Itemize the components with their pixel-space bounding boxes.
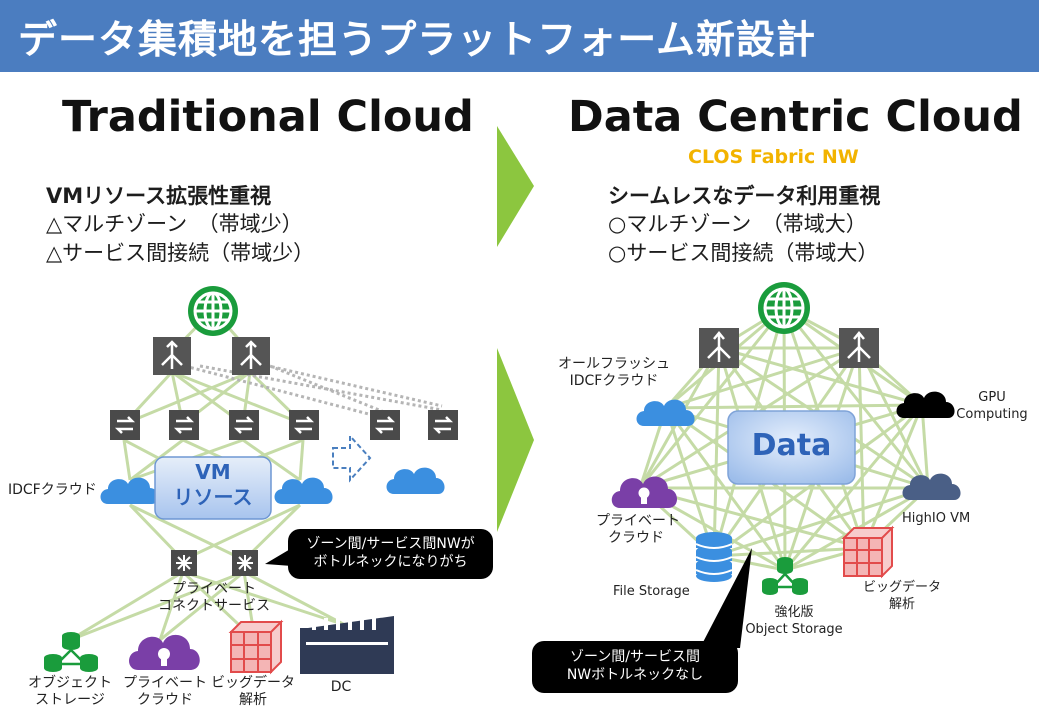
bigdata-label: ビッグデータ 解析 bbox=[205, 675, 301, 709]
left-callout-line-1: ゾーン間/サービス間NWが bbox=[306, 536, 475, 552]
right-callout-line-2: NWボトルネックなし bbox=[566, 667, 704, 683]
private-cloud-right-line-1: プライベート bbox=[596, 513, 680, 529]
right-callout: ゾーン間/サービス間 NWボトルネックなし bbox=[532, 641, 738, 693]
datacenter-icon bbox=[300, 612, 394, 674]
transition-arrow-bottom bbox=[497, 348, 534, 532]
mesh-link bbox=[782, 307, 930, 489]
right-heading: Data Centric Cloud bbox=[568, 92, 1023, 142]
allflash-line-2: IDCFクラウド bbox=[569, 373, 659, 389]
router-icon bbox=[699, 328, 739, 368]
mesh-link bbox=[664, 407, 716, 557]
private-cloud-label-right: プライベート クラウド bbox=[596, 513, 680, 547]
object-storage-label-right: 強化版 Object Storage bbox=[738, 604, 850, 638]
mesh-link bbox=[718, 346, 923, 407]
allflash-line-1: オールフラッシュ bbox=[558, 356, 670, 372]
private-cloud-label: プライベート クラウド bbox=[118, 675, 212, 709]
left-callout-line-2: ボトルネックになりがち bbox=[313, 554, 468, 570]
vm-label-line-1: VM bbox=[195, 460, 231, 484]
right-point-2: ○マルチゾーン （帯域大） bbox=[608, 212, 867, 236]
switch-icons bbox=[110, 410, 458, 440]
interconnect-icon bbox=[171, 550, 197, 576]
object-storage-right-line-1: 強化版 bbox=[774, 605, 814, 620]
callout-pointer bbox=[700, 548, 752, 648]
mesh-link bbox=[639, 486, 865, 550]
vm-resource-label: VM リソース bbox=[155, 460, 271, 510]
mesh-link bbox=[713, 546, 865, 558]
dc-label: DC bbox=[330, 679, 352, 695]
dashed-arrow-icon bbox=[332, 433, 372, 483]
mesh-link bbox=[638, 307, 786, 489]
private-connect-line-2: コネクトサービス bbox=[158, 598, 270, 614]
left-dotted-links bbox=[184, 362, 443, 420]
object-storage-icon bbox=[44, 632, 98, 672]
left-callout: ゾーン間/サービス間NWが ボトルネックになりがち bbox=[288, 529, 493, 579]
allflash-label: オールフラッシュ IDCFクラウド bbox=[556, 356, 672, 390]
callout-pointer bbox=[265, 548, 292, 566]
private-cloud-icon bbox=[611, 476, 678, 508]
allflash-cloud-icon bbox=[636, 399, 695, 426]
router-icon bbox=[839, 328, 879, 368]
private-cloud-icon bbox=[129, 634, 200, 670]
bigdata-icon bbox=[228, 619, 284, 675]
bigdata-line-2: 解析 bbox=[239, 692, 267, 708]
object-storage-label: オブジェクト ストレージ bbox=[24, 675, 116, 709]
mesh-link bbox=[920, 404, 930, 489]
mesh-link bbox=[665, 403, 923, 410]
router-icon bbox=[232, 337, 270, 375]
right-point-1: シームレスなデータ利用重視 bbox=[608, 184, 881, 208]
right-callout-line-1: ゾーン間/サービス間 bbox=[569, 649, 701, 665]
transition-arrow-top bbox=[497, 126, 534, 247]
file-storage-icon bbox=[695, 532, 733, 582]
page-title: データ集積地を担うプラットフォーム新設計 bbox=[18, 18, 817, 63]
gpu-cloud-icon bbox=[896, 391, 955, 418]
data-core-box bbox=[727, 410, 856, 485]
private-cloud-line-2: クラウド bbox=[137, 692, 193, 708]
mesh-link bbox=[862, 404, 924, 549]
cloud-icon bbox=[386, 467, 445, 494]
private-connect-line-1: プライベート bbox=[172, 581, 256, 597]
private-cloud-line-1: プライベート bbox=[123, 675, 207, 691]
vm-label-line-2: リソース bbox=[173, 485, 253, 509]
private-cloud-right-line-2: クラウド bbox=[608, 530, 664, 546]
interconnect-icon bbox=[232, 550, 258, 576]
globe-icon bbox=[188, 286, 238, 336]
data-core-label: Data bbox=[751, 428, 832, 463]
mesh-link bbox=[712, 347, 721, 557]
bigdata-line-1: ビッグデータ bbox=[211, 675, 295, 691]
object-storage-right-line-2: Object Storage bbox=[745, 622, 843, 637]
object-storage-icon bbox=[762, 557, 808, 595]
highio-label: HighIO VM bbox=[902, 511, 971, 526]
bigdata-icon bbox=[841, 525, 895, 579]
left-point-3: △サービス間接続（帯域少） bbox=[46, 241, 315, 265]
bigdata-right-line-2: 解析 bbox=[888, 597, 915, 612]
bigdata-right-line-1: ビッグデータ bbox=[862, 580, 941, 595]
object-storage-line-2: ストレージ bbox=[35, 692, 105, 708]
bigdata-label-right: ビッグデータ 解析 bbox=[856, 579, 948, 613]
router-icon bbox=[153, 337, 191, 375]
cloud-icon bbox=[100, 477, 159, 504]
private-connect-label: プライベート コネクトサービス bbox=[152, 581, 276, 615]
file-storage-label: File Storage bbox=[613, 584, 690, 599]
mesh-link bbox=[665, 346, 860, 410]
idcf-cloud-label: IDCFクラウド bbox=[8, 482, 97, 498]
gpu-line-1: GPU bbox=[978, 390, 1006, 405]
gpu-label: GPU Computing bbox=[952, 389, 1032, 423]
title-bar: データ集積地を担うプラットフォーム新設計 bbox=[0, 0, 1039, 72]
cloud-icon bbox=[274, 477, 333, 504]
object-storage-line-1: オブジェクト bbox=[28, 675, 112, 691]
right-subheading: CLOS Fabric NW bbox=[688, 146, 859, 168]
right-point-3: ○サービス間接続（帯域大） bbox=[608, 241, 879, 265]
left-heading: Traditional Cloud bbox=[62, 92, 474, 142]
globe-icon bbox=[758, 282, 810, 334]
mesh-link bbox=[857, 347, 930, 489]
mesh-link bbox=[713, 486, 929, 558]
left-point-1: VMリソース拡張性重視 bbox=[46, 184, 272, 208]
left-point-2: △マルチゾーン （帯域少） bbox=[46, 212, 303, 236]
vm-resource-box bbox=[154, 456, 272, 520]
gpu-line-2: Computing bbox=[956, 407, 1028, 422]
